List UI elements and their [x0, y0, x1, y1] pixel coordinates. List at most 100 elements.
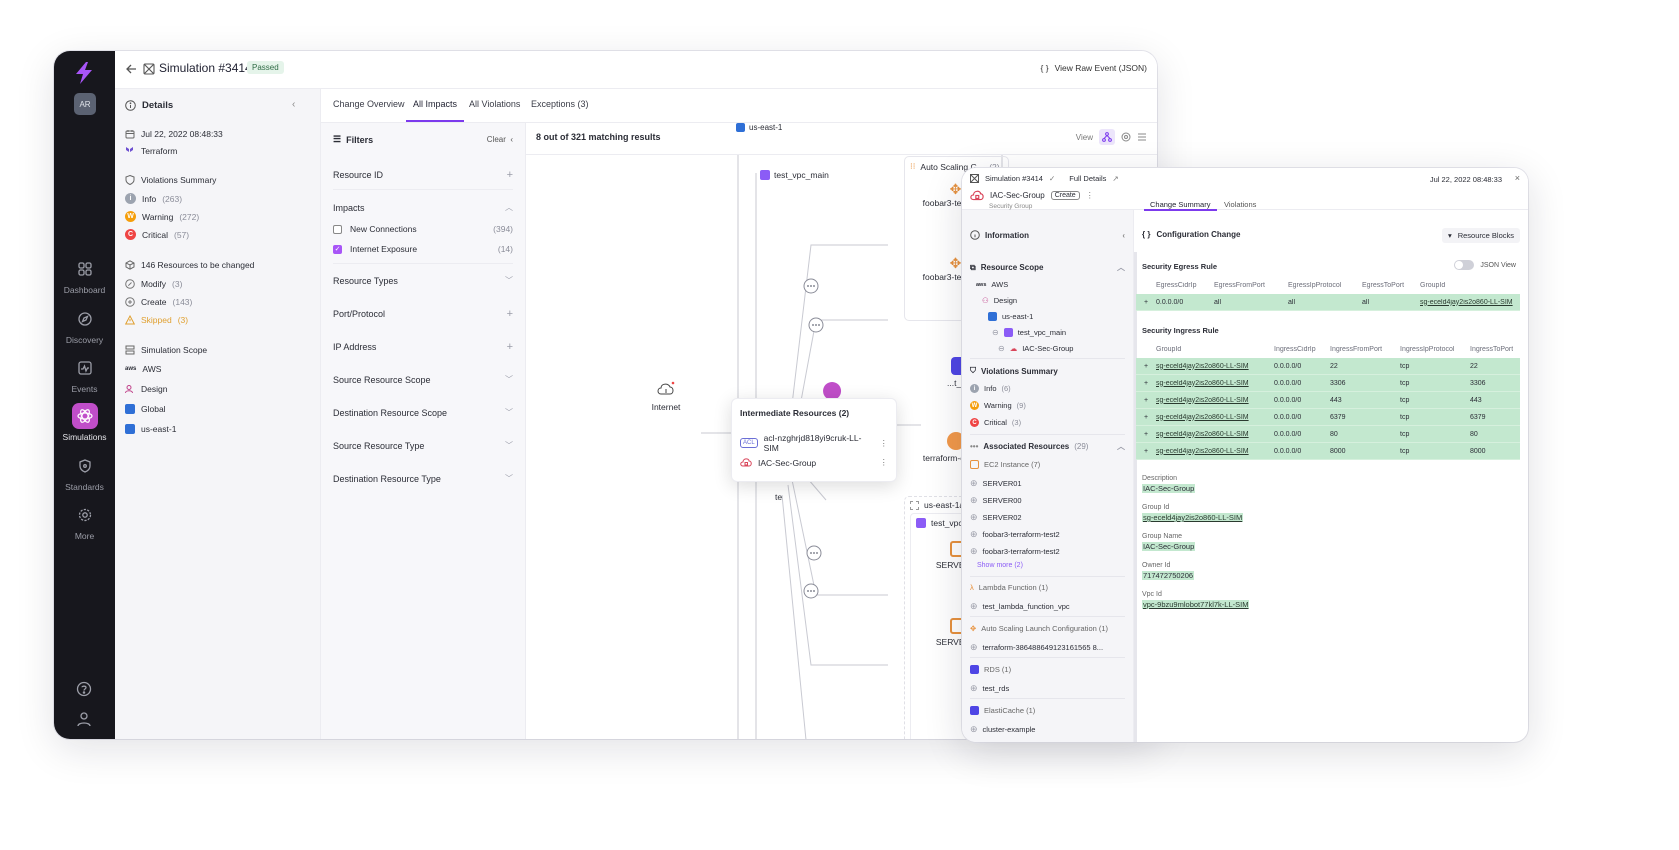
expand-icon[interactable]: ⊖ — [998, 344, 1005, 353]
resource-blocks-button[interactable]: ▾Resource Blocks — [1441, 228, 1520, 243]
checkbox-checked[interactable]: ✓ — [333, 244, 342, 254]
tab-exceptions[interactable]: Exceptions (3) — [531, 99, 589, 109]
change-skipped-row[interactable]: Skipped (3) — [125, 315, 188, 325]
user-icon[interactable] — [76, 711, 92, 727]
nav-standards[interactable]: Standards — [54, 453, 115, 492]
eks-node[interactable]: terraform-eks-d... — [918, 432, 993, 463]
external-link-icon[interactable]: ↗ — [1112, 174, 1119, 183]
ec2-item[interactable]: ⊕SERVER02 — [970, 512, 1022, 522]
scope-region[interactable]: us-east-1 — [988, 312, 1033, 321]
resource-scope-header[interactable]: ⧉Resource Scope︿ — [970, 262, 1125, 273]
prop-value[interactable]: vpc-9bzu9mlobot77kl7k-LL-SIM — [1142, 600, 1250, 609]
scope-design[interactable]: ⚇Design — [982, 296, 1018, 305]
change-create-row[interactable]: Create (143) — [125, 297, 192, 307]
tab-change-summary[interactable]: Change Summary — [1150, 200, 1211, 209]
nav-simulations[interactable]: Simulations — [54, 403, 115, 442]
rds-item[interactable]: ⊕test_rds — [970, 683, 1010, 693]
popover-item-sg[interactable]: IAC-Sec-Group⋮ — [740, 457, 888, 468]
scope-sg[interactable]: ⊖☁IAC-Sec-Group — [998, 344, 1074, 353]
toggle-switch[interactable] — [1454, 260, 1475, 270]
filter-resource-types[interactable]: Resource Types﹀ — [333, 275, 513, 286]
nav-discovery[interactable]: Discovery — [54, 306, 115, 345]
violation-warning-row[interactable]: W Warning (272) — [125, 211, 199, 222]
scope-aws-row[interactable]: aws AWS — [125, 364, 161, 374]
impact-internet-exposure[interactable]: ✓ Internet Exposure(14) — [333, 244, 513, 254]
collapse-icon[interactable]: ‹ — [1122, 230, 1125, 240]
filter-destination-scope[interactable]: Destination Resource Scope﹀ — [333, 407, 513, 418]
prop-value[interactable]: sg-eceld4jay2is2o860-LL-SIM — [1142, 513, 1244, 522]
region-icon — [125, 424, 135, 434]
group-id-link[interactable]: sg-eceld4jay2is2o860-LL-SIM — [1420, 298, 1513, 306]
change-modify-row[interactable]: Modify (3) — [125, 279, 182, 289]
filter-destination-type[interactable]: Destination Resource Type﹀ — [333, 473, 513, 484]
scope-global-row[interactable]: Global — [125, 404, 166, 414]
internet-node[interactable]: Internet — [641, 381, 691, 412]
tab-change-overview[interactable]: Change Overview — [333, 99, 405, 109]
nav-dashboard[interactable]: Dashboard — [54, 256, 115, 295]
filter-source-type[interactable]: Source Resource Type﹀ — [333, 440, 513, 451]
graph-view-icon[interactable] — [1099, 129, 1115, 145]
ec2-item[interactable]: ⊕foobar3-terraform-test2 — [970, 529, 1060, 539]
violation-info-row[interactable]: i Info (263) — [125, 193, 182, 204]
more-icon[interactable]: ⋮ — [879, 457, 889, 467]
impact-new-connections[interactable]: New Connections(394) — [333, 224, 513, 234]
ec2-item[interactable]: ⊕foobar3-terraform-test2 — [970, 546, 1060, 556]
nav-more[interactable]: More — [54, 502, 115, 541]
az-node[interactable]: us-east-1a — [910, 500, 964, 510]
filter-source-scope[interactable]: Source Resource Scope﹀ — [333, 374, 513, 385]
region-node[interactable]: us-east-1 — [736, 123, 782, 132]
app-logo[interactable] — [71, 61, 97, 85]
tab-violations[interactable]: Violations — [1224, 200, 1257, 209]
asg-node-1[interactable]: ✥foobar3-terrafor... — [918, 181, 993, 208]
tab-all-violations[interactable]: All Violations — [469, 99, 521, 109]
show-more-link[interactable]: Show more (2) — [977, 562, 1023, 569]
collapse-details-button[interactable]: ‹ — [292, 99, 296, 110]
close-icon[interactable]: × — [1514, 173, 1520, 183]
checkbox[interactable] — [333, 224, 342, 234]
scope-design-row[interactable]: Design — [125, 384, 167, 394]
tab-all-impacts[interactable]: All Impacts — [413, 99, 458, 109]
nav-events[interactable]: Events — [54, 355, 115, 394]
associated-resources-header[interactable]: •••Associated Resources(29)︿ — [970, 442, 1125, 451]
ec2-item[interactable]: ⊕SERVER01 — [970, 478, 1022, 488]
more-icon[interactable]: ⋮ — [1085, 191, 1094, 200]
asg-group-header[interactable]: ⁝⁝Auto Scaling G...(2) — [910, 161, 1000, 172]
filter-impacts[interactable]: Impacts︿ — [333, 202, 513, 213]
more-icon[interactable]: ⋮ — [879, 437, 889, 448]
scope-vpc[interactable]: ⊖test_vpc_main — [992, 328, 1067, 337]
list-view-icon[interactable] — [1137, 132, 1147, 142]
full-details-link[interactable]: Full Details — [1069, 174, 1107, 183]
elasticache-item[interactable]: ⊕cluster-example — [970, 724, 1036, 734]
scope-region-row[interactable]: us-east-1 — [125, 424, 176, 434]
vpc-node[interactable]: test_vpc_main — [760, 170, 829, 180]
expand-icon[interactable]: ⊖ — [992, 328, 999, 337]
filter-ip-address[interactable]: IP Address+ — [333, 341, 513, 353]
json-view-toggle[interactable]: JSON View — [1454, 260, 1516, 270]
avatar[interactable]: AR — [74, 93, 96, 115]
radar-view-icon[interactable] — [1121, 132, 1131, 142]
help-icon[interactable] — [76, 681, 92, 697]
filter-resource-id[interactable]: Resource ID+ — [333, 169, 513, 181]
view-raw-event-button[interactable]: { }View Raw Event (JSON) — [1041, 63, 1147, 73]
violation-critical-row[interactable]: C Critical (57) — [125, 229, 189, 240]
clear-filters-button[interactable]: Clear ‹ — [486, 135, 513, 144]
prop-value: IAC-Sec-Group — [1142, 542, 1196, 551]
asg-item[interactable]: ⊕terraform-386488649123161565 8... — [970, 642, 1104, 652]
lambda-item[interactable]: ⊕test_lambda_function_vpc — [970, 601, 1070, 611]
filter-port-protocol[interactable]: Port/Protocol+ — [333, 308, 513, 320]
back-arrow-icon[interactable] — [125, 63, 137, 75]
egress-row[interactable]: + 0.0.0.0/0 all all all sg-eceld4jay2is2… — [1136, 294, 1520, 311]
asg-node-2[interactable]: ✥foobar3-terrafor... — [918, 255, 993, 282]
popover-item-acl[interactable]: ACL acl-nzghrjd818yi9cruk-LL-SIM⋮ — [740, 433, 888, 453]
ec2-item[interactable]: ⊕SERVER00 — [970, 495, 1022, 505]
